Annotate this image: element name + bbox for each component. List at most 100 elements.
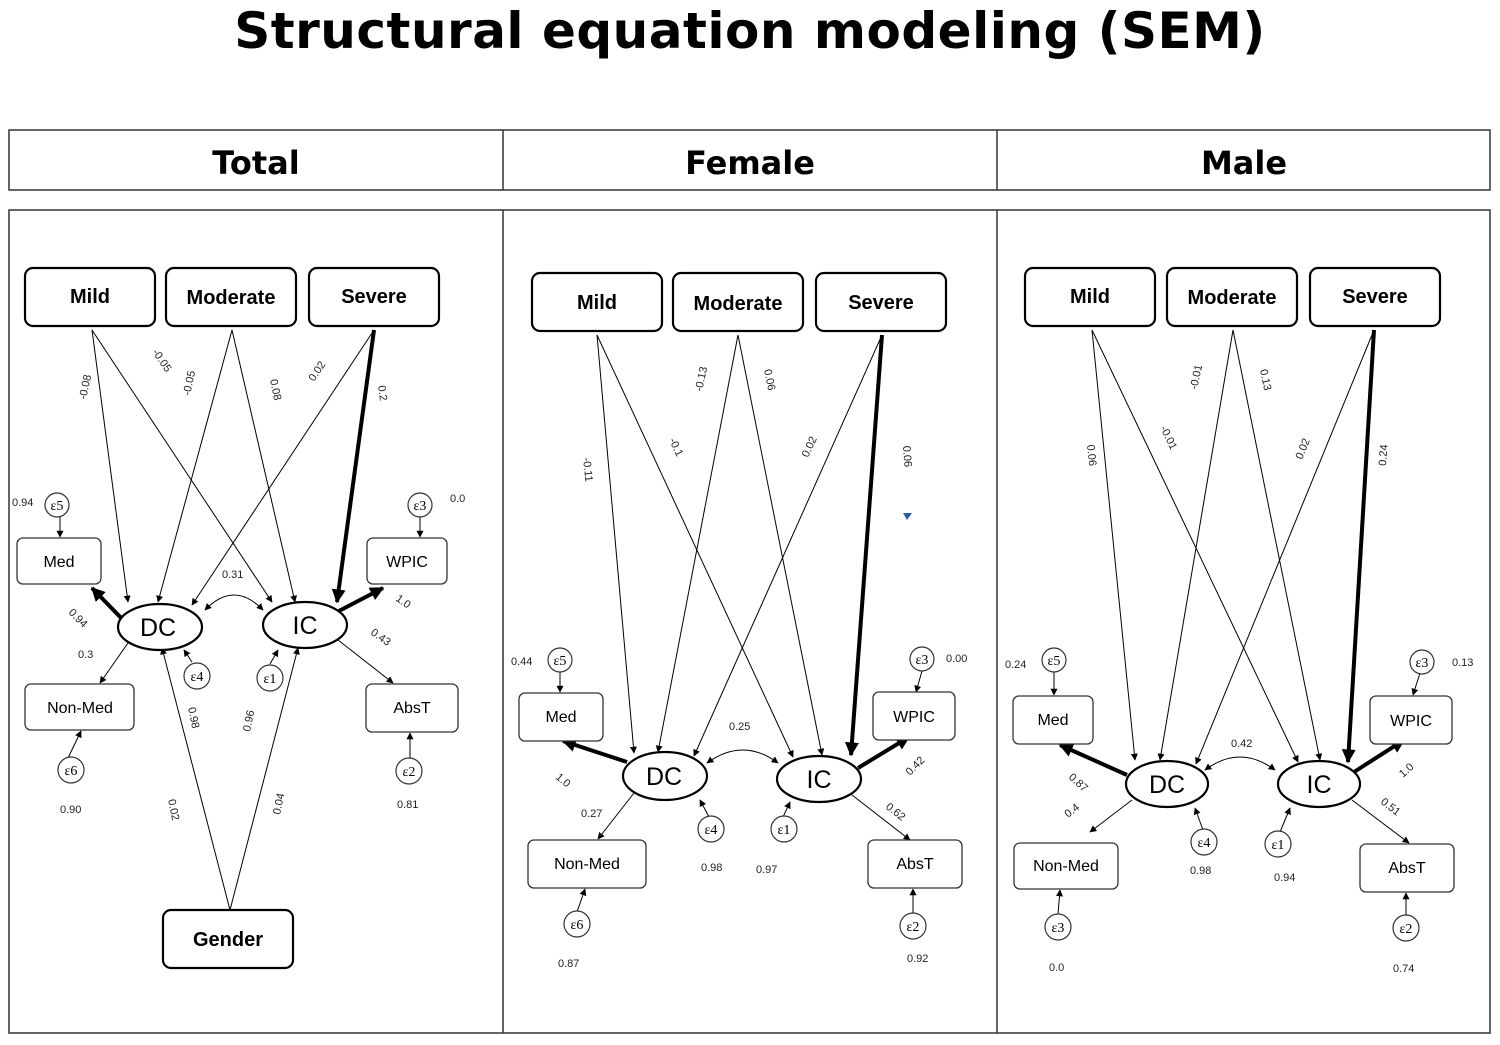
node-gender bbox=[161, 908, 295, 970]
error-abst-label: ε2 bbox=[1400, 922, 1413, 937]
variance-med: 0.44 bbox=[511, 656, 532, 668]
path-ic-abst bbox=[337, 639, 394, 684]
coef-dc-ic-covariance: 0.42 bbox=[1231, 738, 1252, 750]
coef-gender-ic: 0.04 bbox=[271, 792, 287, 815]
path-ic-abst bbox=[851, 794, 911, 841]
node-dc-label: DC bbox=[646, 763, 682, 791]
variance-wpic: 0.00 bbox=[946, 653, 967, 665]
path-dc-nonmed bbox=[99, 642, 129, 684]
path-mild-dc bbox=[91, 329, 131, 603]
error-ic bbox=[770, 815, 798, 843]
node-abst-label: AbsT bbox=[896, 856, 934, 873]
path-err-nonmed bbox=[67, 730, 82, 759]
error-nonmed bbox=[57, 756, 85, 784]
path-severe-dc bbox=[1195, 329, 1375, 765]
path-ic-wpic bbox=[336, 586, 385, 614]
path-moderate-dc bbox=[156, 329, 233, 603]
path-err-wpic bbox=[914, 670, 923, 693]
node-ic-label: IC bbox=[293, 612, 318, 640]
variance-dc: 0.98 bbox=[1190, 865, 1211, 877]
node-severe bbox=[307, 266, 441, 328]
node-mild bbox=[23, 266, 157, 328]
node-nonmed-label: Non-Med bbox=[47, 700, 113, 717]
error-dc-label: ε4 bbox=[705, 823, 718, 838]
path-err-ic bbox=[1279, 807, 1291, 833]
coef-mild-dc: -0.08 bbox=[77, 374, 94, 401]
coef-moderate-dc: -0.05 bbox=[181, 370, 198, 397]
node-ic bbox=[775, 754, 863, 804]
page-title: Structural equation modeling (SEM) bbox=[234, 2, 1266, 60]
node-dc bbox=[1124, 759, 1210, 809]
node-severe-label: Severe bbox=[848, 292, 914, 314]
coef-dc-med: 1.0 bbox=[553, 771, 572, 790]
node-abst bbox=[867, 839, 963, 889]
panel-header-female: Female bbox=[685, 144, 815, 182]
coef-dc-med: 0.87 bbox=[1066, 771, 1090, 794]
path-moderate-ic bbox=[737, 334, 825, 756]
marker-triangle-icon bbox=[903, 513, 912, 520]
coef-severe-dc: 0.02 bbox=[307, 359, 329, 383]
path-dc-ic-covariance bbox=[706, 749, 779, 764]
node-gender-label: Gender bbox=[193, 929, 263, 951]
coef-severe-ic: 0.24 bbox=[1377, 444, 1390, 466]
error-med-label: ε5 bbox=[554, 654, 567, 669]
error-nonmed bbox=[563, 910, 591, 938]
node-mild bbox=[530, 271, 664, 333]
variance-dc: 0.98 bbox=[701, 862, 722, 874]
path-moderate-ic bbox=[231, 329, 297, 603]
error-med-label: ε5 bbox=[51, 499, 64, 514]
node-nonmed-label: Non-Med bbox=[554, 856, 620, 873]
coef-mild-dc: -0.11 bbox=[580, 457, 594, 482]
error-ic-label: ε1 bbox=[1272, 838, 1285, 853]
coef-severe-ic: 0.06 bbox=[900, 445, 913, 467]
variance-abst: 0.74 bbox=[1393, 963, 1414, 975]
path-mild-ic bbox=[1091, 329, 1299, 763]
variance-nonmed: 0.90 bbox=[60, 804, 81, 816]
error-dc bbox=[183, 662, 211, 690]
panel-male: Mild Moderate Severe Med WPIC Non-Med Ab… bbox=[1005, 266, 1473, 975]
error-nonmed-label: ε6 bbox=[571, 918, 584, 933]
path-severe-ic bbox=[331, 329, 376, 604]
variance-med: 0.94 bbox=[12, 497, 33, 509]
coef-dc-nonmed: 0.3 bbox=[78, 649, 93, 661]
node-moderate bbox=[671, 271, 805, 333]
panel-total: Mild Moderate Severe Med WPIC Non-Med Ab… bbox=[12, 266, 465, 970]
coef-moderate-ic: 0.13 bbox=[1257, 368, 1273, 391]
path-gender-dc bbox=[160, 647, 231, 911]
coef-mild-dc: 0.06 bbox=[1084, 444, 1098, 467]
coef-dc-nonmed: 0.4 bbox=[1062, 801, 1081, 820]
error-wpic bbox=[1409, 649, 1435, 675]
path-err-dc bbox=[699, 799, 710, 818]
path-gender-ic bbox=[229, 647, 300, 911]
path-err-dc bbox=[1193, 807, 1204, 831]
node-med-label: Med bbox=[1037, 712, 1068, 729]
variance-nonmed: 0.0 bbox=[1049, 962, 1064, 974]
node-wpic-label: WPIC bbox=[1390, 713, 1432, 730]
coef-dc-nonmed: 0.27 bbox=[581, 808, 602, 820]
coef-moderate-dc: -0.01 bbox=[1188, 364, 1205, 391]
path-err-nonmed bbox=[576, 888, 587, 913]
error-nonmed-label: ε6 bbox=[65, 764, 78, 779]
error-abst-label: ε2 bbox=[403, 765, 416, 780]
path-dc-ic-covariance bbox=[1204, 756, 1276, 771]
path-ic-wpic bbox=[1352, 738, 1406, 774]
node-med-label: Med bbox=[545, 709, 576, 726]
variance-wpic: 0.0 bbox=[450, 493, 465, 505]
path-moderate-dc bbox=[1157, 329, 1234, 761]
path-err-dc bbox=[183, 649, 193, 663]
path-err-ic bbox=[782, 801, 791, 818]
error-dc-label: ε4 bbox=[1198, 836, 1211, 851]
path-moderate-dc bbox=[655, 334, 739, 753]
error-abst-label: ε2 bbox=[907, 920, 920, 935]
path-dc-nonmed bbox=[1089, 799, 1133, 833]
coef-ic-abst: 0.62 bbox=[883, 801, 907, 824]
variance-med: 0.24 bbox=[1005, 659, 1026, 671]
path-mild-dc bbox=[1091, 329, 1138, 761]
coef-dc-ic-covariance: 0.25 bbox=[729, 721, 750, 733]
node-moderate-label: Moderate bbox=[1188, 287, 1277, 309]
error-wpic-label: ε3 bbox=[414, 499, 427, 514]
path-severe-ic bbox=[844, 334, 884, 757]
node-ic bbox=[261, 600, 349, 650]
node-ic-label: IC bbox=[807, 766, 832, 794]
